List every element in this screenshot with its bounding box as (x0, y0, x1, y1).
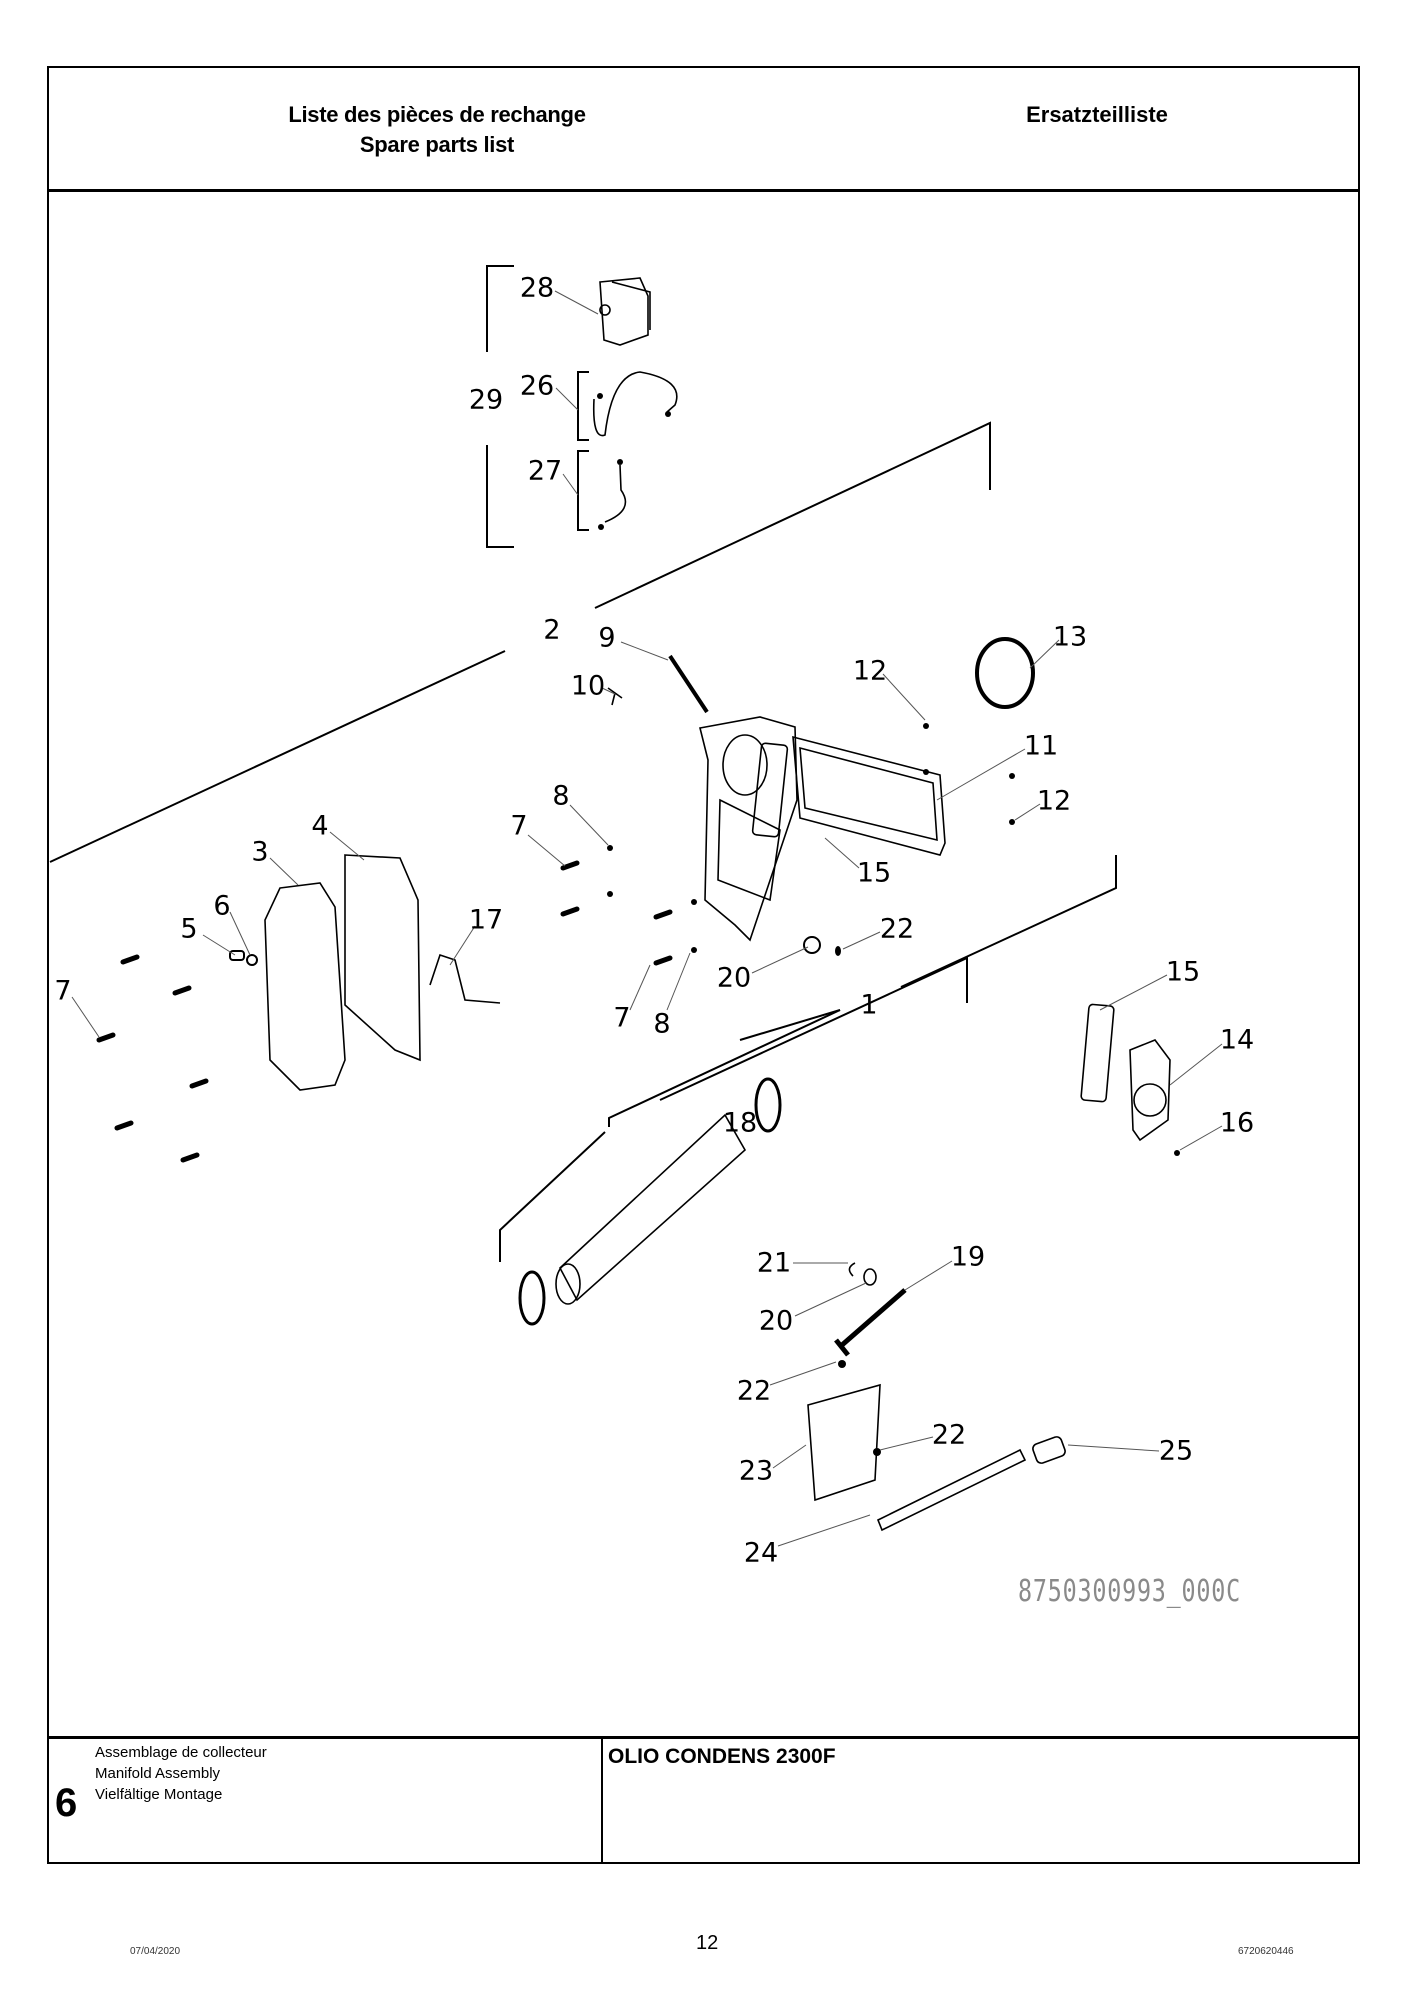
bracket-27 (577, 450, 589, 531)
callout-8-bottom: 8 (653, 1008, 671, 1040)
part-25-connector (1032, 1436, 1066, 1464)
callout-8-top: 8 (552, 780, 570, 812)
callout-18: 18 (722, 1107, 758, 1139)
section-number: 6 (55, 1781, 78, 1825)
part-3-cover (264, 882, 346, 1091)
part-18-flexible-duct (555, 1113, 747, 1305)
callout-24: 24 (743, 1537, 779, 1569)
callout-4: 4 (311, 810, 329, 842)
callout-13: 13 (1052, 621, 1088, 653)
header-title-fr: Liste des pièces de rechange (288, 102, 586, 127)
part-26-hose (592, 371, 678, 437)
callout-10: 10 (570, 670, 606, 702)
part-15-gasket-right (1080, 1003, 1115, 1103)
section-title-fr: Assemblage de collecteur (95, 1744, 267, 1761)
parts-outlines (264, 277, 1171, 1532)
bracket-1-left (739, 1009, 841, 1041)
callout-21: 21 (756, 1247, 792, 1279)
page-header: Liste des pièces de rechange Spare parts… (47, 66, 1360, 192)
callout-5: 5 (180, 913, 198, 945)
section-title-de: Vielfältige Montage (95, 1786, 223, 1803)
bracket-18-b (659, 956, 968, 1101)
section-footer: 6 Assemblage de collecteur Manifold Asse… (47, 1736, 1360, 1864)
callout-3: 3 (251, 836, 269, 868)
part-14-flange (1129, 1039, 1171, 1142)
part-4-gasket (344, 854, 421, 1062)
callout-2: 2 (543, 614, 561, 646)
callout-16: 16 (1219, 1107, 1255, 1139)
callout-22-lower-right: 22 (931, 1419, 967, 1451)
header-title-en: Spare parts list (359, 132, 515, 157)
part-hose-clamp-left (518, 1270, 546, 1326)
part-14-flange-opening (1133, 1083, 1167, 1117)
assembly-brackets (49, 265, 1117, 1262)
callout-22-lower-left: 22 (736, 1375, 772, 1407)
part-15-gasket (751, 742, 789, 838)
part-11-gasket (792, 735, 946, 856)
callout-29: 29 (468, 384, 504, 416)
bracket-1-right (900, 855, 1117, 988)
callout-26: 26 (519, 370, 555, 402)
diagram-drawing (49, 265, 1223, 1547)
print-date: 07/04/2020 (130, 1946, 181, 1957)
callout-7-center: 7 (510, 810, 528, 842)
callout-20-center: 20 (716, 962, 752, 994)
callout-9: 9 (598, 622, 616, 654)
callout-1: 1 (860, 989, 878, 1021)
part-24-drain-pipe (876, 1448, 1027, 1532)
part-27-hose (604, 464, 627, 523)
callout-28: 28 (519, 272, 555, 304)
bracket-26 (577, 371, 589, 441)
callout-11: 11 (1023, 730, 1059, 762)
bracket-2-top (594, 421, 991, 609)
model-name: OLIO CONDENS 2300F (608, 1745, 836, 1768)
exploded-parts-diagram: 28 29 26 27 2 9 10 12 13 11 12 15 8 7 4 … (47, 192, 1360, 1738)
callout-23: 23 (738, 1455, 774, 1487)
part-1-manifold-housing (699, 716, 798, 942)
bracket-29-top (486, 265, 514, 352)
callout-15-center: 15 (856, 857, 892, 889)
page-frame (47, 66, 1360, 1864)
header-title-left: Liste des pièces de rechange Spare parts… (217, 100, 657, 160)
header-title-de: Ersatzteilliste (1026, 102, 1168, 127)
callout-6: 6 (213, 890, 231, 922)
document-number: 6720620446 (1238, 1946, 1294, 1957)
part-10-tee (607, 687, 623, 706)
callout-14: 14 (1219, 1024, 1255, 1056)
bracket-18-c (499, 1131, 606, 1262)
section-titles: Assemblage de collecteur Manifold Assemb… (95, 1742, 267, 1805)
bracket-29-bottom (486, 445, 514, 548)
callout-12-top: 12 (852, 655, 888, 687)
callout-7-bottom: 7 (613, 1002, 631, 1034)
callout-17: 17 (468, 904, 504, 936)
part-23-siphon (807, 1383, 881, 1502)
callout-12-right: 12 (1036, 785, 1072, 817)
callout-15-right: 15 (1165, 956, 1201, 988)
small-fasteners (96, 393, 1180, 1456)
callout-19: 19 (950, 1241, 986, 1273)
section-title-en: Manifold Assembly (95, 1765, 221, 1782)
leader-lines (71, 290, 1223, 1547)
page-number: 12 (696, 1932, 719, 1954)
callout-22-center: 22 (879, 913, 915, 945)
part-21-clip (848, 1262, 856, 1277)
part-19-siphon-hose (834, 1288, 907, 1357)
part-hose-clamp-right (754, 1077, 782, 1133)
part-13-ring (975, 637, 1035, 709)
callout-27: 27 (527, 455, 563, 487)
footer-divider (601, 1739, 603, 1864)
drawing-number: 8750300993_000C (1018, 1574, 1242, 1609)
bracket-2-left (49, 650, 506, 863)
part-9-rod (668, 654, 709, 714)
callout-7-left: 7 (54, 975, 72, 1007)
part-20-ring (863, 1268, 877, 1286)
bracket-18-a (608, 1009, 841, 1127)
part-17-clip (429, 953, 501, 1004)
part-28-pressure-switch (599, 277, 651, 346)
callout-25: 25 (1158, 1435, 1194, 1467)
callout-20-lower: 20 (758, 1305, 794, 1337)
